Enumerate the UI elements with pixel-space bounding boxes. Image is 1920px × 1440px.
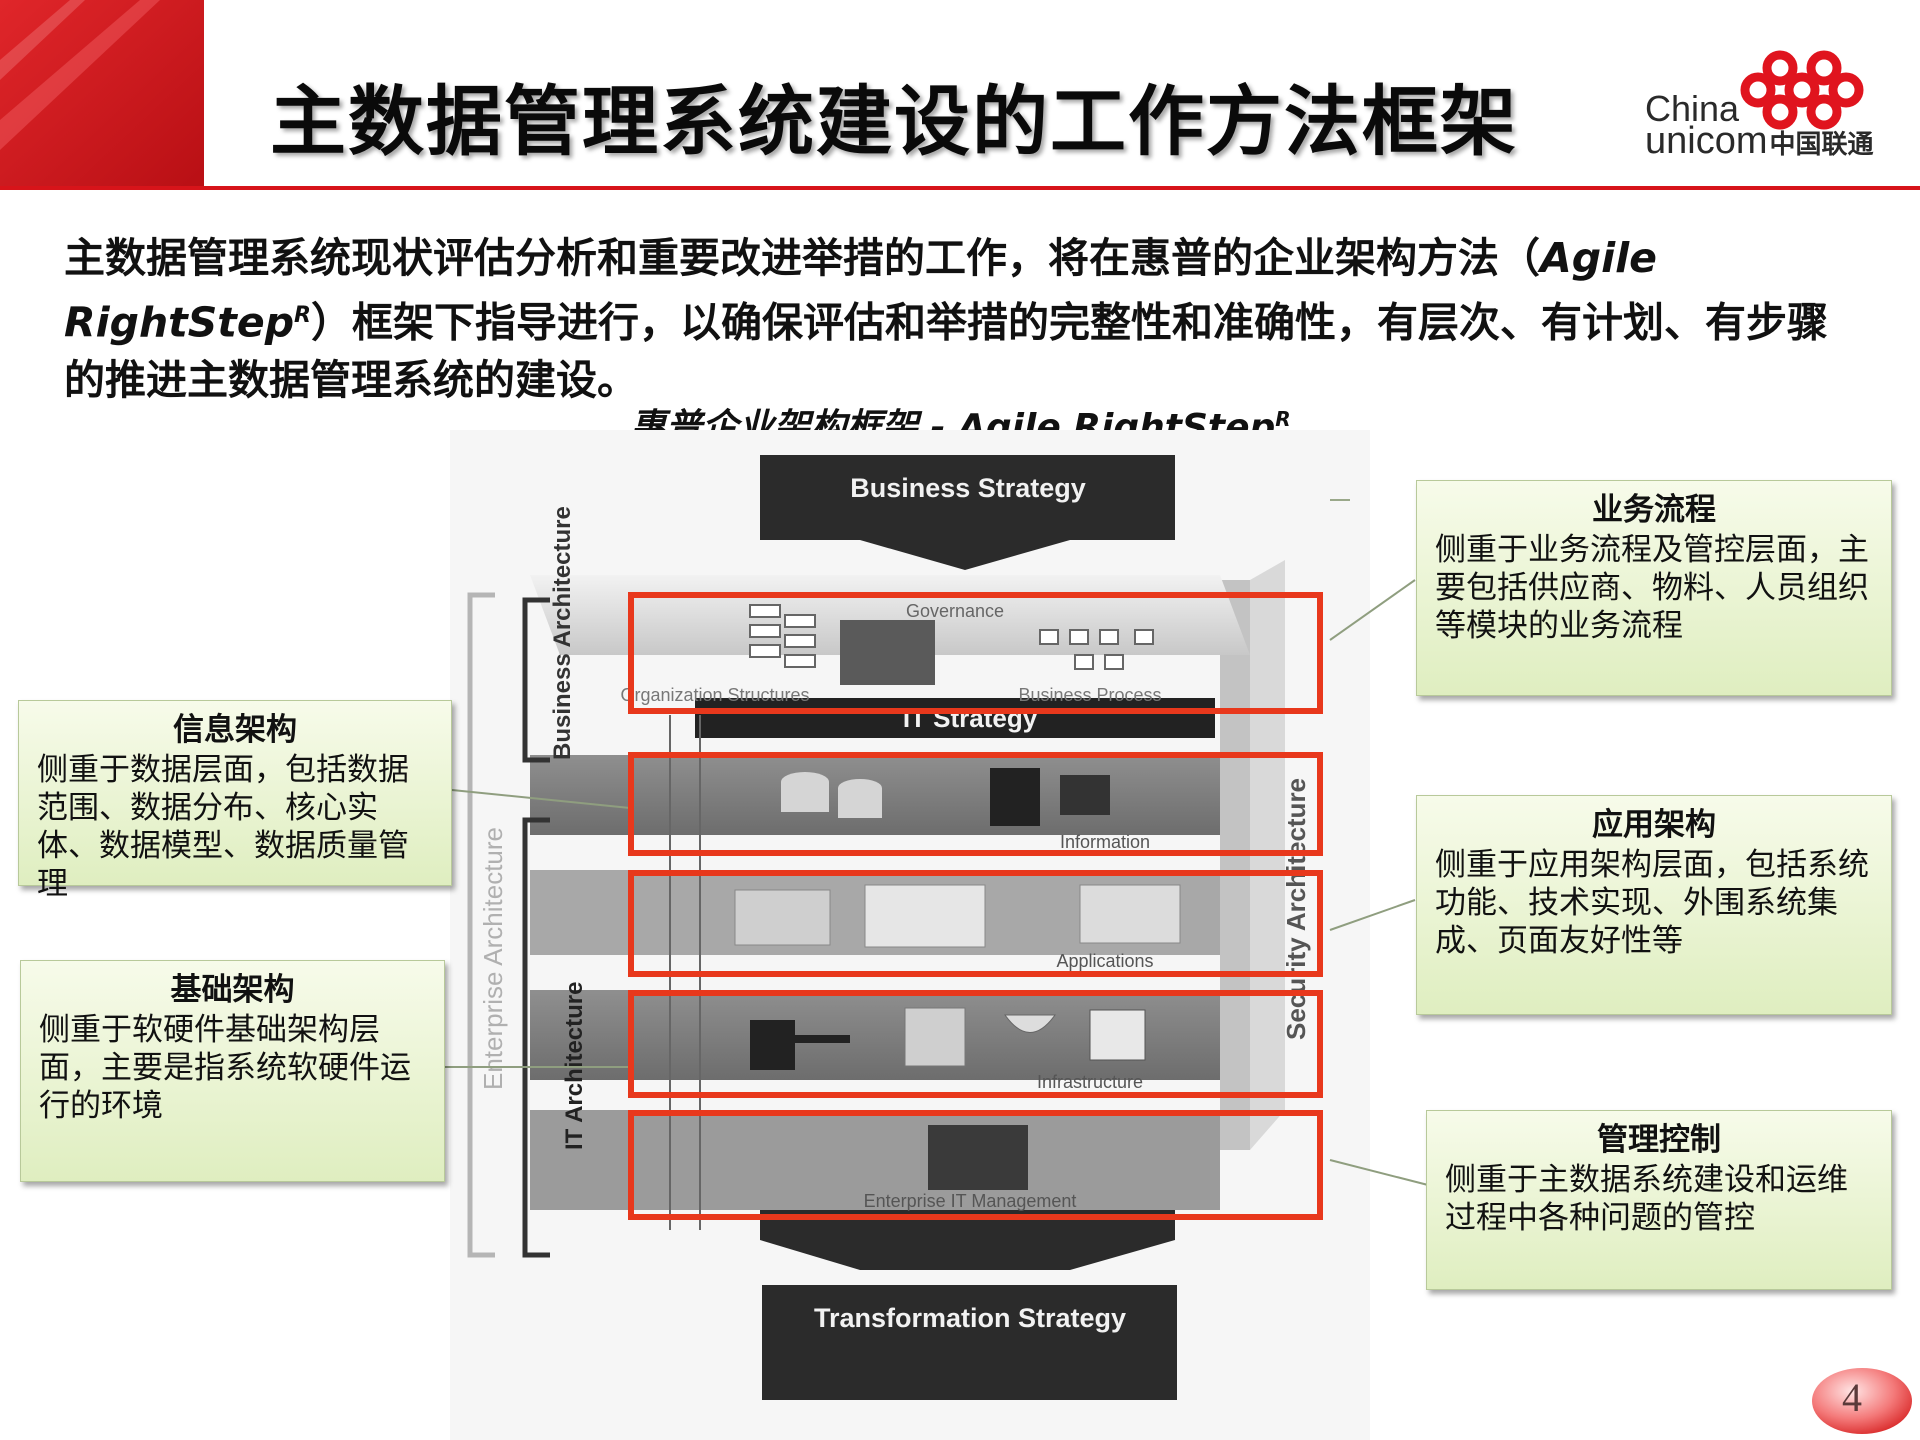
it-management-label: Enterprise IT Management: [864, 1191, 1077, 1211]
business-strategy-label: Business Strategy: [850, 473, 1086, 503]
applications-label: Applications: [1056, 951, 1153, 971]
app-screen-icon-1: [734, 889, 831, 946]
information-label: Information: [1060, 832, 1150, 852]
business-arch-bracket: [522, 597, 550, 763]
logo-unicom-cn: 中国联通: [1769, 129, 1874, 159]
org-structures-label: Organization Structures: [620, 685, 809, 705]
infrastructure-label: Infrastructure: [1037, 1072, 1143, 1092]
operator-desk-icon: [750, 1020, 850, 1070]
enterprise-arch-bracket: [467, 592, 495, 1258]
callout-body: 侧重于软硬件基础架构层面，主要是指系统软硬件运行的环境: [39, 1012, 411, 1124]
it-arch-bracket: [522, 817, 550, 1258]
callout-title: 业务流程: [1592, 492, 1716, 528]
highlight-applications: [628, 870, 1323, 977]
intro-text-before: 主数据管理系统现状评估分析和重要改进举措的工作，将在惠普的企业架构方法（: [64, 234, 1540, 282]
business-process-label: Business Process: [1018, 685, 1161, 705]
china-unicom-logo: [1740, 50, 1864, 130]
callout-information: 信息架构 侧重于数据层面，包括数据范围、数据分布、核心实体、数据模型、数据质量管…: [18, 700, 452, 902]
bottom-arrow-tail: [760, 1210, 1175, 1270]
meeting-photo-icon: [840, 620, 935, 685]
documents-icon: [1060, 775, 1110, 815]
callout-application: 应用架构 侧重于应用架构层面，包括系统功能、技术实现、外围系统集成、页面友好性等: [1416, 795, 1892, 1015]
callout-title: 信息架构: [173, 712, 297, 748]
security-arch-label: Security Architecture: [1281, 778, 1311, 1040]
process-flow-icon: [1039, 629, 1154, 670]
it-arch-label: IT Architecture: [561, 982, 588, 1150]
highlight-it-management: [628, 1110, 1323, 1220]
security-slab-face: [1220, 580, 1250, 1150]
highlight-information: [628, 752, 1323, 856]
callout-body: 侧重于应用架构层面，包括系统功能、技术实现、外围系统集成、页面友好性等: [1435, 847, 1869, 959]
governance-label: Governance: [906, 601, 1004, 621]
intro-paragraph: 主数据管理系统现状评估分析和重要改进举措的工作，将在惠普的企业架构方法（Agil…: [64, 230, 1834, 409]
logo-text-china: China: [1645, 88, 1740, 129]
business-arch-label: Business Architecture: [549, 506, 576, 760]
callout-body: 侧重于主数据系统建设和运维过程中各种问题的管控: [1445, 1162, 1848, 1236]
page-number-badge: [1812, 1368, 1912, 1434]
caption-sup: R: [1275, 407, 1291, 431]
highlight-infrastructure: [628, 990, 1323, 1098]
highlight-governance: [628, 592, 1323, 714]
transformation-strategy-label: Transformation Strategy: [814, 1303, 1126, 1333]
satellite-dish-icon: [1004, 1014, 1056, 1033]
callout-management: 管理控制 侧重于主数据系统建设和运维过程中各种问题的管控: [1426, 1110, 1892, 1290]
callout-business-process: 业务流程 侧重于业务流程及管控层面，主要包括供应商、物料、人员组织等模块的业务流…: [1416, 480, 1892, 696]
app-screen-icon-3: [1079, 884, 1181, 944]
callout-title: 管理控制: [1597, 1122, 1721, 1158]
intro-superscript: R: [294, 303, 311, 328]
it-management-photo-icon: [928, 1125, 1028, 1190]
callout-title: 基础架构: [170, 972, 295, 1008]
infrastructure-layer: [530, 990, 1220, 1080]
page-number: 4: [1842, 1375, 1862, 1420]
file-cabinet-icon: [990, 768, 1040, 826]
it-management-layer: [530, 1110, 1220, 1210]
enterprise-arch-label: Enterprise Architecture: [478, 827, 508, 1090]
business-strategy-arrow: [760, 455, 1175, 570]
app-screen-icon-2: [864, 884, 986, 948]
it-strategy-band: [695, 698, 1215, 738]
callout-title: 应用架构: [1592, 807, 1716, 843]
org-chart-icon: [749, 604, 816, 668]
circuit-board-icon: [904, 1007, 966, 1067]
header-rule: [0, 186, 1920, 190]
logo-unicom-en: unicom: [1645, 120, 1768, 162]
intro-text-after: ）框架下指导进行，以确保评估和举措的完整性和准确性，有层次、有计划、有步骤的推进…: [64, 298, 1828, 404]
callout-infrastructure: 基础架构 侧重于软硬件基础架构层面，主要是指系统软硬件运行的环境: [20, 960, 445, 1182]
page-title: 主数据管理系统建设的工作方法框架: [270, 77, 1518, 166]
header-corner-accent: [0, 0, 204, 190]
logo-text-unicom: unicom中国联通: [1645, 120, 1874, 163]
intro-method-name: Agile RightStep: [64, 234, 1657, 347]
computer-icon: [1089, 1009, 1146, 1061]
callout-body: 侧重于业务流程及管控层面，主要包括供应商、物料、人员组织等模块的业务流程: [1435, 532, 1869, 644]
database-icon: [781, 772, 882, 818]
callout-body: 侧重于数据层面，包括数据范围、数据分布、核心实体、数据模型、数据质量管理: [37, 752, 409, 902]
transformation-strategy-arrow: [762, 1285, 1177, 1400]
